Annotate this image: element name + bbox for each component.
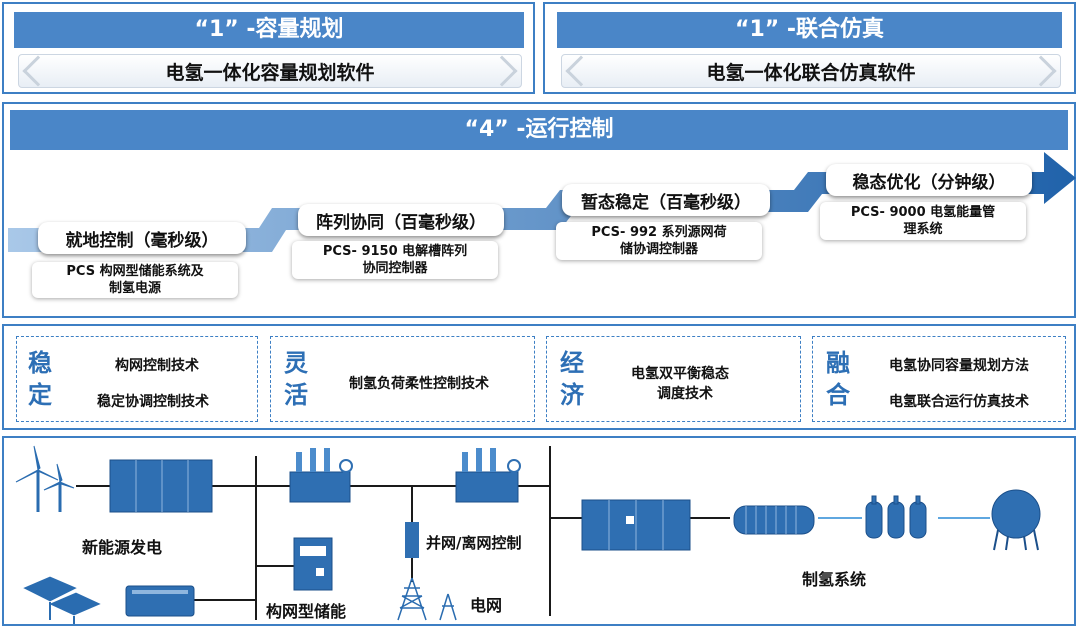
tech-item: 电氢协同容量规划方法 (889, 358, 1029, 374)
transmission-tower-icon (397, 577, 457, 621)
hydrogen-power-cabinet-icon (581, 499, 691, 551)
staircase-arrow (8, 152, 1076, 252)
operation-control-title: “4” -运行控制 (10, 110, 1068, 150)
desc-line: PCS 构网型储能系统及 (66, 264, 204, 279)
solar-panel-icon (20, 575, 104, 624)
grid-switch-icon (405, 522, 419, 558)
step-transient-stability-desc: PCS- 992 系列源网荷 储协调控制器 (556, 222, 762, 260)
joint-simulation-title: “1” -联合仿真 (557, 12, 1062, 48)
features-panel: 稳定 构网控制技术 稳定协调控制技术 灵活 制氢负荷柔性控制技术 经济 电氢双平… (2, 324, 1076, 430)
joint-simulation-software-label: 电氢一体化联合仿真软件 (706, 61, 916, 84)
step-steady-optimization-desc: PCS- 9000 电氢能量管 理系统 (820, 202, 1026, 240)
operation-control-panel: “4” -运行控制 就地控制（毫秒级） PCS 构网型储能系统及 制氢电源 阵列… (2, 102, 1076, 318)
capacity-planning-title: “1” -容量规划 (14, 12, 524, 48)
char-bottom: 定 (28, 381, 52, 409)
capacity-planning-panel: “1” -容量规划 电氢一体化容量规划软件 (2, 2, 535, 94)
feature-flexible-char: 灵活 (281, 347, 311, 411)
desc-line: 协同控制器 (362, 261, 428, 276)
capacity-planning-software: 电氢一体化容量规划软件 (18, 54, 522, 88)
step-transient-stability-label: 暂态稳定（百毫秒级） (581, 192, 751, 213)
hydrogen-system-label: 制氢系统 (802, 570, 867, 589)
chevron-left-icon (565, 55, 597, 87)
hydrogen-storage-tank-icon (991, 489, 1041, 551)
tech-item: 构网控制技术 (115, 358, 199, 374)
desc-line: PCS- 992 系列源网荷 (591, 225, 727, 240)
feature-stable-char: 稳定 (25, 347, 55, 411)
tech-item: 电氢双平衡稳态 (631, 366, 729, 382)
step-local-control: 就地控制（毫秒级） (38, 222, 246, 254)
system-diagram (15, 445, 1041, 624)
transformer-icon (289, 448, 353, 503)
step-array-coordination-desc: PCS- 9150 电解槽阵列 协同控制器 (292, 241, 498, 279)
tech-item: 电氢联合运行仿真技术 (889, 394, 1029, 410)
wind-turbine-icon (15, 445, 75, 512)
char-top: 融 (826, 349, 850, 377)
char-bottom: 合 (826, 381, 850, 409)
step-array-coordination-label: 阵列协同（百毫秒级） (316, 212, 486, 233)
capacity-planning-software-label: 电氢一体化容量规划软件 (165, 61, 375, 84)
char-top: 稳 (28, 349, 52, 377)
desc-line: 理系统 (903, 222, 943, 237)
new-energy-label: 新能源发电 (82, 538, 163, 557)
step-steady-optimization-label: 稳态优化（分钟级） (852, 172, 1006, 193)
converter-cabinet-icon (109, 459, 213, 513)
feature-flexible: 灵活 制氢负荷柔性控制技术 (270, 336, 535, 422)
feature-economic-char: 经济 (557, 347, 587, 411)
energy-storage-icon (293, 537, 333, 591)
inverter-icon (125, 585, 195, 617)
transformer-icon (455, 448, 521, 503)
tech-item: 制氢负荷柔性控制技术 (349, 376, 489, 392)
char-bottom: 活 (284, 381, 308, 409)
chevron-right-icon (1025, 55, 1057, 87)
desc-line: 储协调控制器 (619, 242, 698, 257)
step-local-control-desc: PCS 构网型储能系统及 制氢电源 (32, 262, 238, 298)
chevron-left-icon (22, 55, 54, 87)
storage-label: 构网型储能 (266, 602, 347, 621)
electrolyzer-icon (733, 505, 815, 535)
feature-economic: 经济 电氢双平衡稳态 调度技术 (546, 336, 801, 422)
step-array-coordination: 阵列协同（百毫秒级） (298, 204, 504, 236)
feature-integration-char: 融合 (823, 347, 853, 411)
chevron-right-icon (486, 55, 518, 87)
desc-line: PCS- 9000 电氢能量管 (850, 205, 996, 220)
joint-simulation-panel: “1” -联合仿真 电氢一体化联合仿真软件 (543, 2, 1076, 94)
desc-line: PCS- 9150 电解槽阵列 (322, 244, 468, 259)
char-top: 经 (560, 349, 584, 377)
feature-integration: 融合 电氢协同容量规划方法 电氢联合运行仿真技术 (812, 336, 1066, 422)
grid-control-label: 并网/离网控制 (426, 534, 522, 552)
step-transient-stability: 暂态稳定（百毫秒级） (562, 184, 770, 216)
step-steady-optimization: 稳态优化（分钟级） (826, 164, 1032, 196)
desc-line: 制氢电源 (108, 281, 161, 296)
step-local-control-label: 就地控制（毫秒级） (65, 230, 219, 251)
system-diagram-panel: 新能源发电 构网型储能 并网/离网控制 电网 制氢系统 (2, 436, 1076, 626)
tech-item: 调度技术 (657, 386, 713, 402)
char-bottom: 济 (560, 381, 584, 409)
joint-simulation-software: 电氢一体化联合仿真软件 (561, 54, 1061, 88)
tech-item: 稳定协调控制技术 (97, 394, 209, 410)
feature-stable: 稳定 构网控制技术 稳定协调控制技术 (16, 336, 258, 422)
char-top: 灵 (284, 349, 308, 377)
grid-label: 电网 (470, 596, 503, 615)
separator-tank-icon (865, 495, 927, 539)
